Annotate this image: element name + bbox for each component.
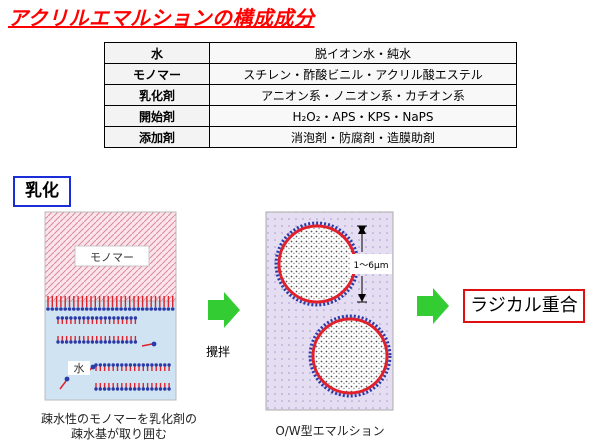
- stir-label: 攪拌: [206, 345, 231, 359]
- row-label: 開始剤: [104, 105, 210, 127]
- water-label: 水: [74, 362, 85, 375]
- monomer-label: モノマー: [90, 251, 134, 264]
- free-surfactant: [141, 341, 157, 347]
- table-row: 添加剤 消泡剤・防腐剤・造膜助剤: [104, 126, 517, 148]
- free-surfactant: [59, 376, 70, 390]
- caption-line: 疎水性のモノマーを乳化剤の: [40, 412, 197, 426]
- table-row: 乳化剤 アニオン系・ノニオン系・カチオン系: [104, 84, 517, 106]
- monomer-label-box: [74, 245, 150, 267]
- green-arrow-icon: [417, 288, 449, 324]
- row-value: アニオン系・ノニオン系・カチオン系: [209, 84, 517, 106]
- emulsification-label: 乳化: [13, 176, 71, 207]
- size-label-box: [350, 254, 392, 274]
- row-value: 脱イオン水・純水: [209, 42, 517, 64]
- caption-line: 疎水基が取り囲む: [70, 427, 167, 441]
- left-caption: 疎水性のモノマーを乳化剤の 疎水基が取り囲む: [26, 412, 212, 442]
- table-row: 水 脱イオン水・純水: [104, 42, 517, 64]
- row-label: 添加剤: [104, 126, 210, 148]
- size-label: 1～6μm: [354, 261, 389, 271]
- radical-polymerization-label: ラジカル重合: [463, 289, 585, 323]
- micelle-bilayers: [56, 316, 171, 391]
- emulsion-droplet: [274, 221, 360, 307]
- composition-table: 水 脱イオン水・純水 モノマー スチレン・酢酸ビニル・アクリル酸エステル 乳化剤…: [104, 42, 517, 148]
- row-value: 消泡剤・防腐剤・造膜助剤: [209, 126, 517, 148]
- page-title: アクリルエマルションの構成成分: [8, 6, 315, 30]
- row-value: H₂O₂・APS・KPS・NaPS: [209, 105, 517, 127]
- table-row: 開始剤 H₂O₂・APS・KPS・NaPS: [104, 105, 517, 127]
- row-label: 乳化剤: [104, 84, 210, 106]
- interface-surfactant-layer: [46, 296, 175, 311]
- emulsion-droplet: [308, 314, 392, 398]
- water-label-box: [68, 361, 90, 375]
- green-arrow-icon: [208, 292, 240, 328]
- right-caption: O/W型エマルション: [275, 424, 385, 438]
